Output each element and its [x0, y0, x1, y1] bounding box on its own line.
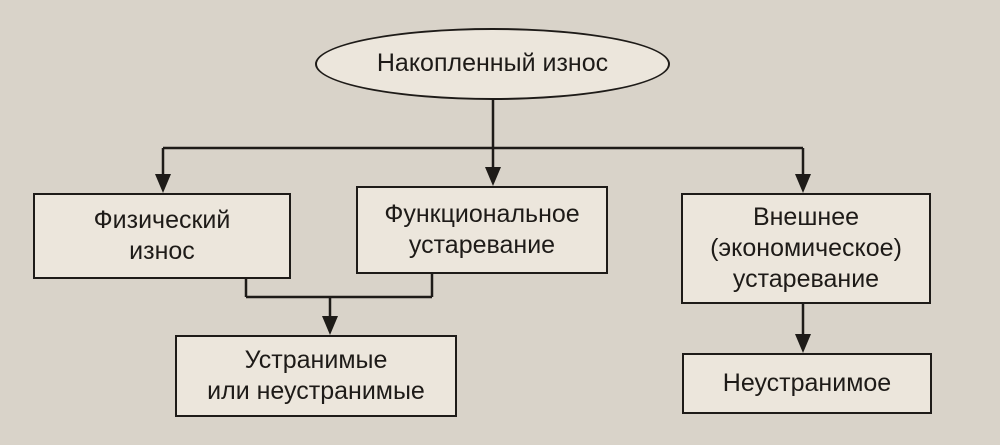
physical-label-line1: Физический — [93, 205, 231, 234]
irremovable-label: Неустранимое — [722, 368, 892, 397]
external-label-line2: (экономическое) — [710, 233, 902, 262]
arrowhead-external — [795, 174, 811, 193]
physical-label-line2: износ — [129, 237, 195, 265]
root-node-accumulated-wear: Накопленный износ — [315, 28, 670, 100]
arrowhead-physical — [155, 174, 171, 193]
node-physical-wear: Физический износ — [33, 193, 291, 279]
arrowhead-functional — [485, 167, 501, 186]
removable-label-line1: Устранимые — [244, 345, 388, 374]
arrowhead-irremovable — [795, 334, 811, 353]
node-removable-or-irremovable: Устранимые или неустранимые — [175, 335, 457, 417]
node-functional-obsolescence: Функциональное устаревание — [356, 186, 608, 274]
root-label: Накопленный износ — [376, 49, 609, 78]
arrowhead-removable — [322, 316, 338, 335]
functional-label-line2: устаревание — [408, 231, 556, 259]
external-label-line3: устаревание — [732, 265, 880, 294]
removable-label-line2: или неустранимые — [207, 377, 425, 405]
node-irremovable: Неустранимое — [682, 353, 932, 414]
external-label-line1: Внешнее — [752, 202, 860, 231]
node-external-obsolescence: Внешнее (экономическое) устаревание — [681, 193, 931, 304]
functional-label-line1: Функциональное — [384, 199, 580, 228]
